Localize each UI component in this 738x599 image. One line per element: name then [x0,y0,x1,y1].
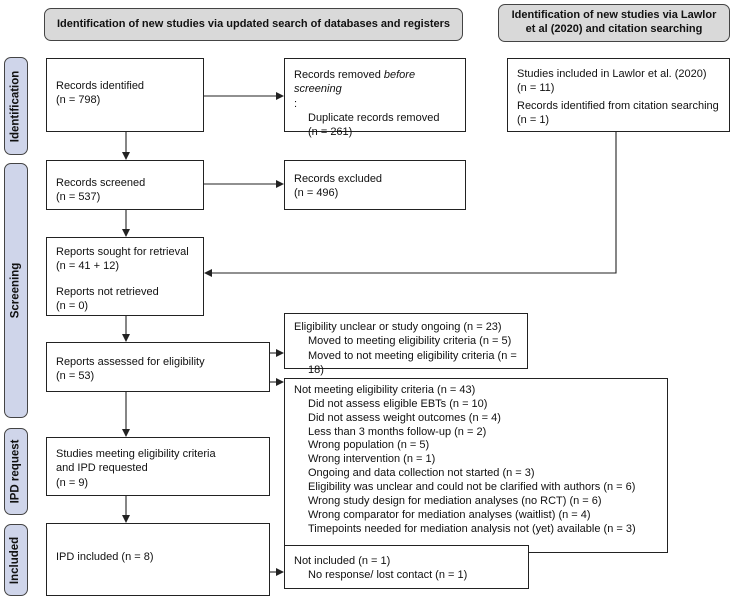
reports-sought-count: (n = 41 + 12) [56,260,119,273]
records-screened-box: Records screened (n = 537) [46,160,204,210]
reports-assessed-box: Reports assessed for eligibility (n = 53… [46,342,270,392]
moved-meeting-label: Moved to meeting eligibility criteria (n… [308,335,512,348]
reason-item: Wrong study design for mediation analyse… [308,494,602,507]
reason-item: Eligibility was unclear and could not be… [308,481,636,494]
records-removed-box: Records removed before screening : Dupli… [284,58,466,138]
reason-item: Less than 3 months follow-up (n = 2) [308,425,487,438]
studies-meeting-count: (n = 9) [56,476,89,489]
reports-sought-label: Reports sought for retrieval [56,246,189,258]
ipd-included-box: IPD included (n = 8) [46,523,270,596]
eligibility-unclear-box: Eligibility unclear or study ongoing (n … [284,313,528,376]
ipd-included-label: IPD included (n = 8) [56,551,154,563]
records-removed-prefix: Records removed [294,69,384,81]
lawlor-studies-count: (n = 11) [517,82,555,95]
records-removed-suffix: : [294,97,298,110]
reason-item: Did not assess weight outcomes (n = 4) [308,411,501,424]
phase-identification: Identification [4,57,28,155]
not-included-box: Not included (n = 1) No response/ lost c… [284,545,529,589]
not-included-label: Not included (n = 1) [294,555,391,567]
records-removed-italic: before screening [294,69,416,96]
phase-included: Included [4,524,28,596]
records-excluded-count: (n = 496) [294,187,339,200]
studies-meeting-box: Studies meeting eligibility criteria and… [46,437,270,496]
reason-item: Ongoing and data collection not started … [308,467,535,480]
reason-item: Did not assess eligible EBTs (n = 10) [308,397,488,410]
not-meeting-criteria-title: Not meeting eligibility criteria (n = 43… [294,384,476,396]
reports-assessed-count: (n = 53) [56,370,95,383]
lawlor-citation-box: Studies included in Lawlor et al. (2020)… [507,58,730,132]
phase-ipd-request: IPD request [4,428,28,515]
moved-not-meeting-label: Moved to not meeting eligibility criteri… [308,349,517,376]
reason-item: Wrong comparator for mediation analyses … [308,508,591,521]
studies-meeting-label: Studies meeting eligibility criteria [56,448,216,460]
records-screened-count: (n = 537) [56,191,101,204]
reports-not-retrieved-count: (n = 0) [56,299,89,312]
phase-screening: Screening [4,163,28,418]
citation-records-count: (n = 1) [517,113,550,126]
reports-sought-box: Reports sought for retrieval (n = 41 + 1… [46,237,204,316]
records-excluded-box: Records excluded (n = 496) [284,160,466,210]
reason-item: Wrong intervention (n = 1) [308,453,436,466]
duplicate-records-count: (n = 261) [308,126,353,139]
reason-item: Timepoints needed for mediation analysis… [308,522,636,535]
header-lawlor-citation: Identification of new studies via Lawlor… [498,4,730,42]
ipd-requested-label: and IPD requested [56,462,148,475]
records-excluded-label: Records excluded [294,173,383,185]
records-screened-label: Records screened [56,177,146,189]
reason-item: Wrong population (n = 5) [308,439,430,452]
header-lawlor-citation-text: Identification of new studies via Lawlor… [511,9,717,35]
arrow-lawlor-to-sought [204,132,617,277]
eligibility-unclear-label: Eligibility unclear or study ongoing (n … [294,321,502,333]
records-identified-box: Records identified (n = 798) [46,58,204,132]
lawlor-studies-label: Studies included in Lawlor et al. (2020) [517,68,707,80]
reports-not-retrieved-label: Reports not retrieved [56,285,159,298]
records-identified-label: Records identified [56,80,145,92]
not-meeting-criteria-box: Not meeting eligibility criteria (n = 43… [284,378,668,553]
header-databases-registers-text: Identification of new studies via update… [56,18,451,31]
citation-records-label: Records identified from citation searchi… [517,99,719,112]
records-identified-count: (n = 798) [56,94,101,107]
header-databases-registers: Identification of new studies via update… [44,8,463,41]
reports-assessed-label: Reports assessed for eligibility [56,356,205,368]
records-removed-heading: Records removed before screening [294,68,456,97]
duplicate-records-label: Duplicate records removed [308,111,440,124]
no-response-label: No response/ lost contact (n = 1) [308,569,468,582]
